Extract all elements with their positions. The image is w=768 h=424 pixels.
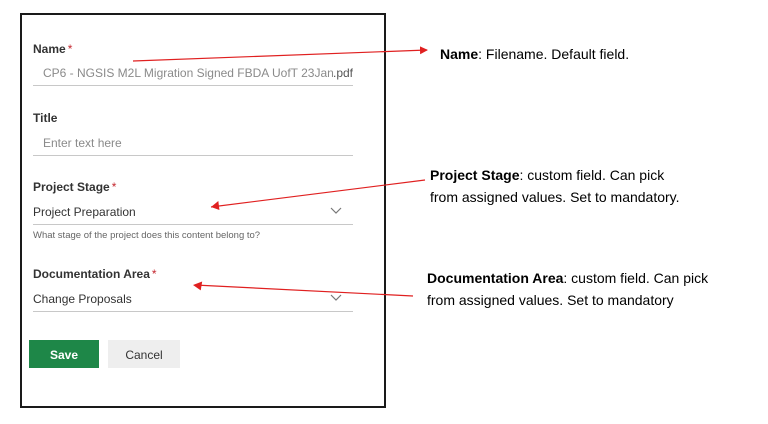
title-input[interactable]: Enter text here [33, 132, 353, 156]
documentation-area-value: Change Proposals [33, 292, 132, 306]
project-stage-label-text: Project Stage [33, 180, 110, 194]
documentation-area-annotation-text1: : custom field. Can pick [563, 270, 709, 286]
project-stage-annotation: Project Stage: custom field. Can pick fr… [430, 164, 680, 208]
name-value: CP6 - NGSIS M2L Migration Signed FBDA Uo… [43, 66, 334, 80]
project-stage-annotation-line2: from assigned values. Set to mandatory. [430, 189, 680, 205]
project-stage-annotation-text1: : custom field. Can pick [519, 167, 665, 183]
documentation-area-dropdown[interactable]: Change Proposals [33, 288, 353, 312]
project-stage-label: Project Stage* [33, 180, 116, 194]
documentation-area-annotation-line2: from assigned values. Set to mandatory [427, 292, 674, 308]
name-extension: .pdf [332, 66, 353, 80]
documentation-area-arrow [194, 284, 414, 297]
project-stage-required-mark: * [111, 180, 117, 194]
chevron-down-icon[interactable] [329, 290, 343, 304]
project-stage-dropdown[interactable]: Project Preparation [33, 201, 353, 225]
documentation-area-annotation-term: Documentation Area [427, 270, 564, 286]
title-label-text: Title [33, 111, 58, 125]
project-stage-help: What stage of the project does this cont… [33, 230, 261, 241]
documentation-area-label-text: Documentation Area [33, 267, 150, 281]
documentation-area-label: Documentation Area* [33, 267, 157, 281]
documentation-area-annotation: Documentation Area: custom field. Can pi… [427, 267, 708, 311]
chevron-down-icon[interactable] [329, 203, 343, 217]
name-label-text: Name [33, 42, 66, 56]
name-arrow [132, 46, 428, 62]
project-stage-arrow [210, 179, 426, 208]
name-required-mark: * [67, 42, 73, 56]
documentation-area-required-mark: * [151, 267, 157, 281]
edit-properties-panel: Name* CP6 - NGSIS M2L Migration Signed F… [20, 13, 386, 408]
name-annotation-text: : Filename. Default field. [478, 46, 630, 62]
project-stage-annotation-term: Project Stage [430, 167, 520, 183]
name-input[interactable]: CP6 - NGSIS M2L Migration Signed FBDA Uo… [33, 62, 353, 86]
project-stage-annotation-line1: Project Stage: custom field. Can pick [430, 164, 680, 186]
title-label: Title [33, 111, 57, 125]
name-label: Name* [33, 42, 72, 56]
save-button[interactable]: Save [29, 340, 99, 368]
documentation-area-arrowhead [193, 281, 203, 291]
name-annotation: Name: Filename. Default field. [440, 43, 629, 65]
title-placeholder: Enter text here [43, 136, 122, 150]
project-stage-value: Project Preparation [33, 205, 136, 219]
project-stage-arrowhead [211, 201, 220, 210]
name-annotation-term: Name [440, 46, 479, 62]
cancel-button[interactable]: Cancel [108, 340, 180, 368]
documentation-area-annotation-line1: Documentation Area: custom field. Can pi… [427, 267, 708, 289]
